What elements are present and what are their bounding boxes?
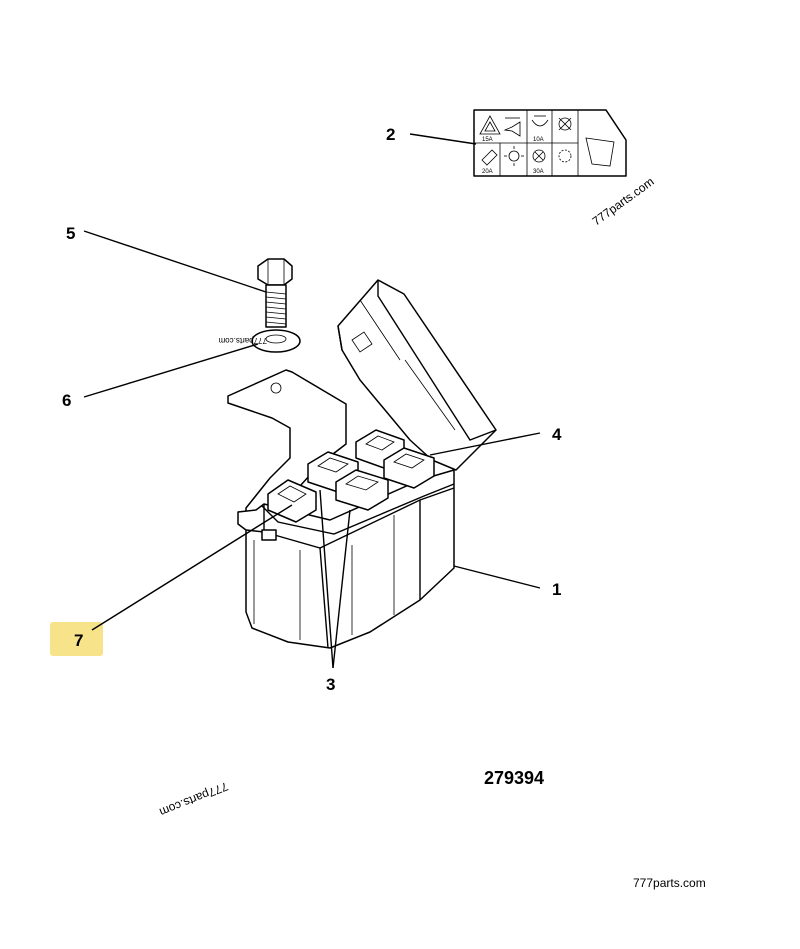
callout-5: 5 [66, 224, 75, 243]
hazard-triangle-icon [479, 115, 501, 135]
washer-watermark: 777parts.com [218, 336, 267, 345]
rotated-watermark: 777parts.com [157, 779, 230, 819]
callout-4: 4 [552, 425, 562, 444]
callout-2: 2 [386, 125, 395, 144]
callout-3: 3 [326, 675, 335, 694]
horn-icon [503, 121, 521, 137]
headlamp-icon [481, 149, 498, 166]
callout-7-highlight [50, 622, 103, 656]
bolt [257, 258, 293, 328]
fuse-box [227, 279, 497, 649]
decal-label-10a: 10A [533, 137, 544, 143]
fuse-1 [267, 479, 317, 523]
hazard-inner-triangle-icon [484, 121, 496, 132]
warning-decal: 15A 10A 20A 30A [473, 109, 627, 177]
washer-icon [531, 119, 549, 127]
callout-7: 7 [74, 631, 83, 650]
gear-icon [558, 149, 572, 163]
decal-label-20a: 20A [482, 169, 493, 175]
decal-label-30a: 30A [533, 169, 544, 175]
callout-1: 1 [552, 580, 561, 599]
leader-lines [83, 133, 541, 669]
footer-watermark: 777parts.com [633, 876, 706, 890]
decal-label-15a: 15A [482, 137, 493, 143]
light-icon [508, 150, 520, 162]
fuse-3 [335, 469, 389, 511]
decal-watermark: 777parts.com [590, 174, 657, 228]
fan-icon [558, 117, 572, 131]
part-number: 279394 [484, 768, 544, 788]
circle-x-icon [532, 149, 546, 163]
fuse-5 [383, 447, 435, 489]
washer: 777parts.com [218, 329, 301, 353]
callout-6: 6 [62, 391, 71, 410]
